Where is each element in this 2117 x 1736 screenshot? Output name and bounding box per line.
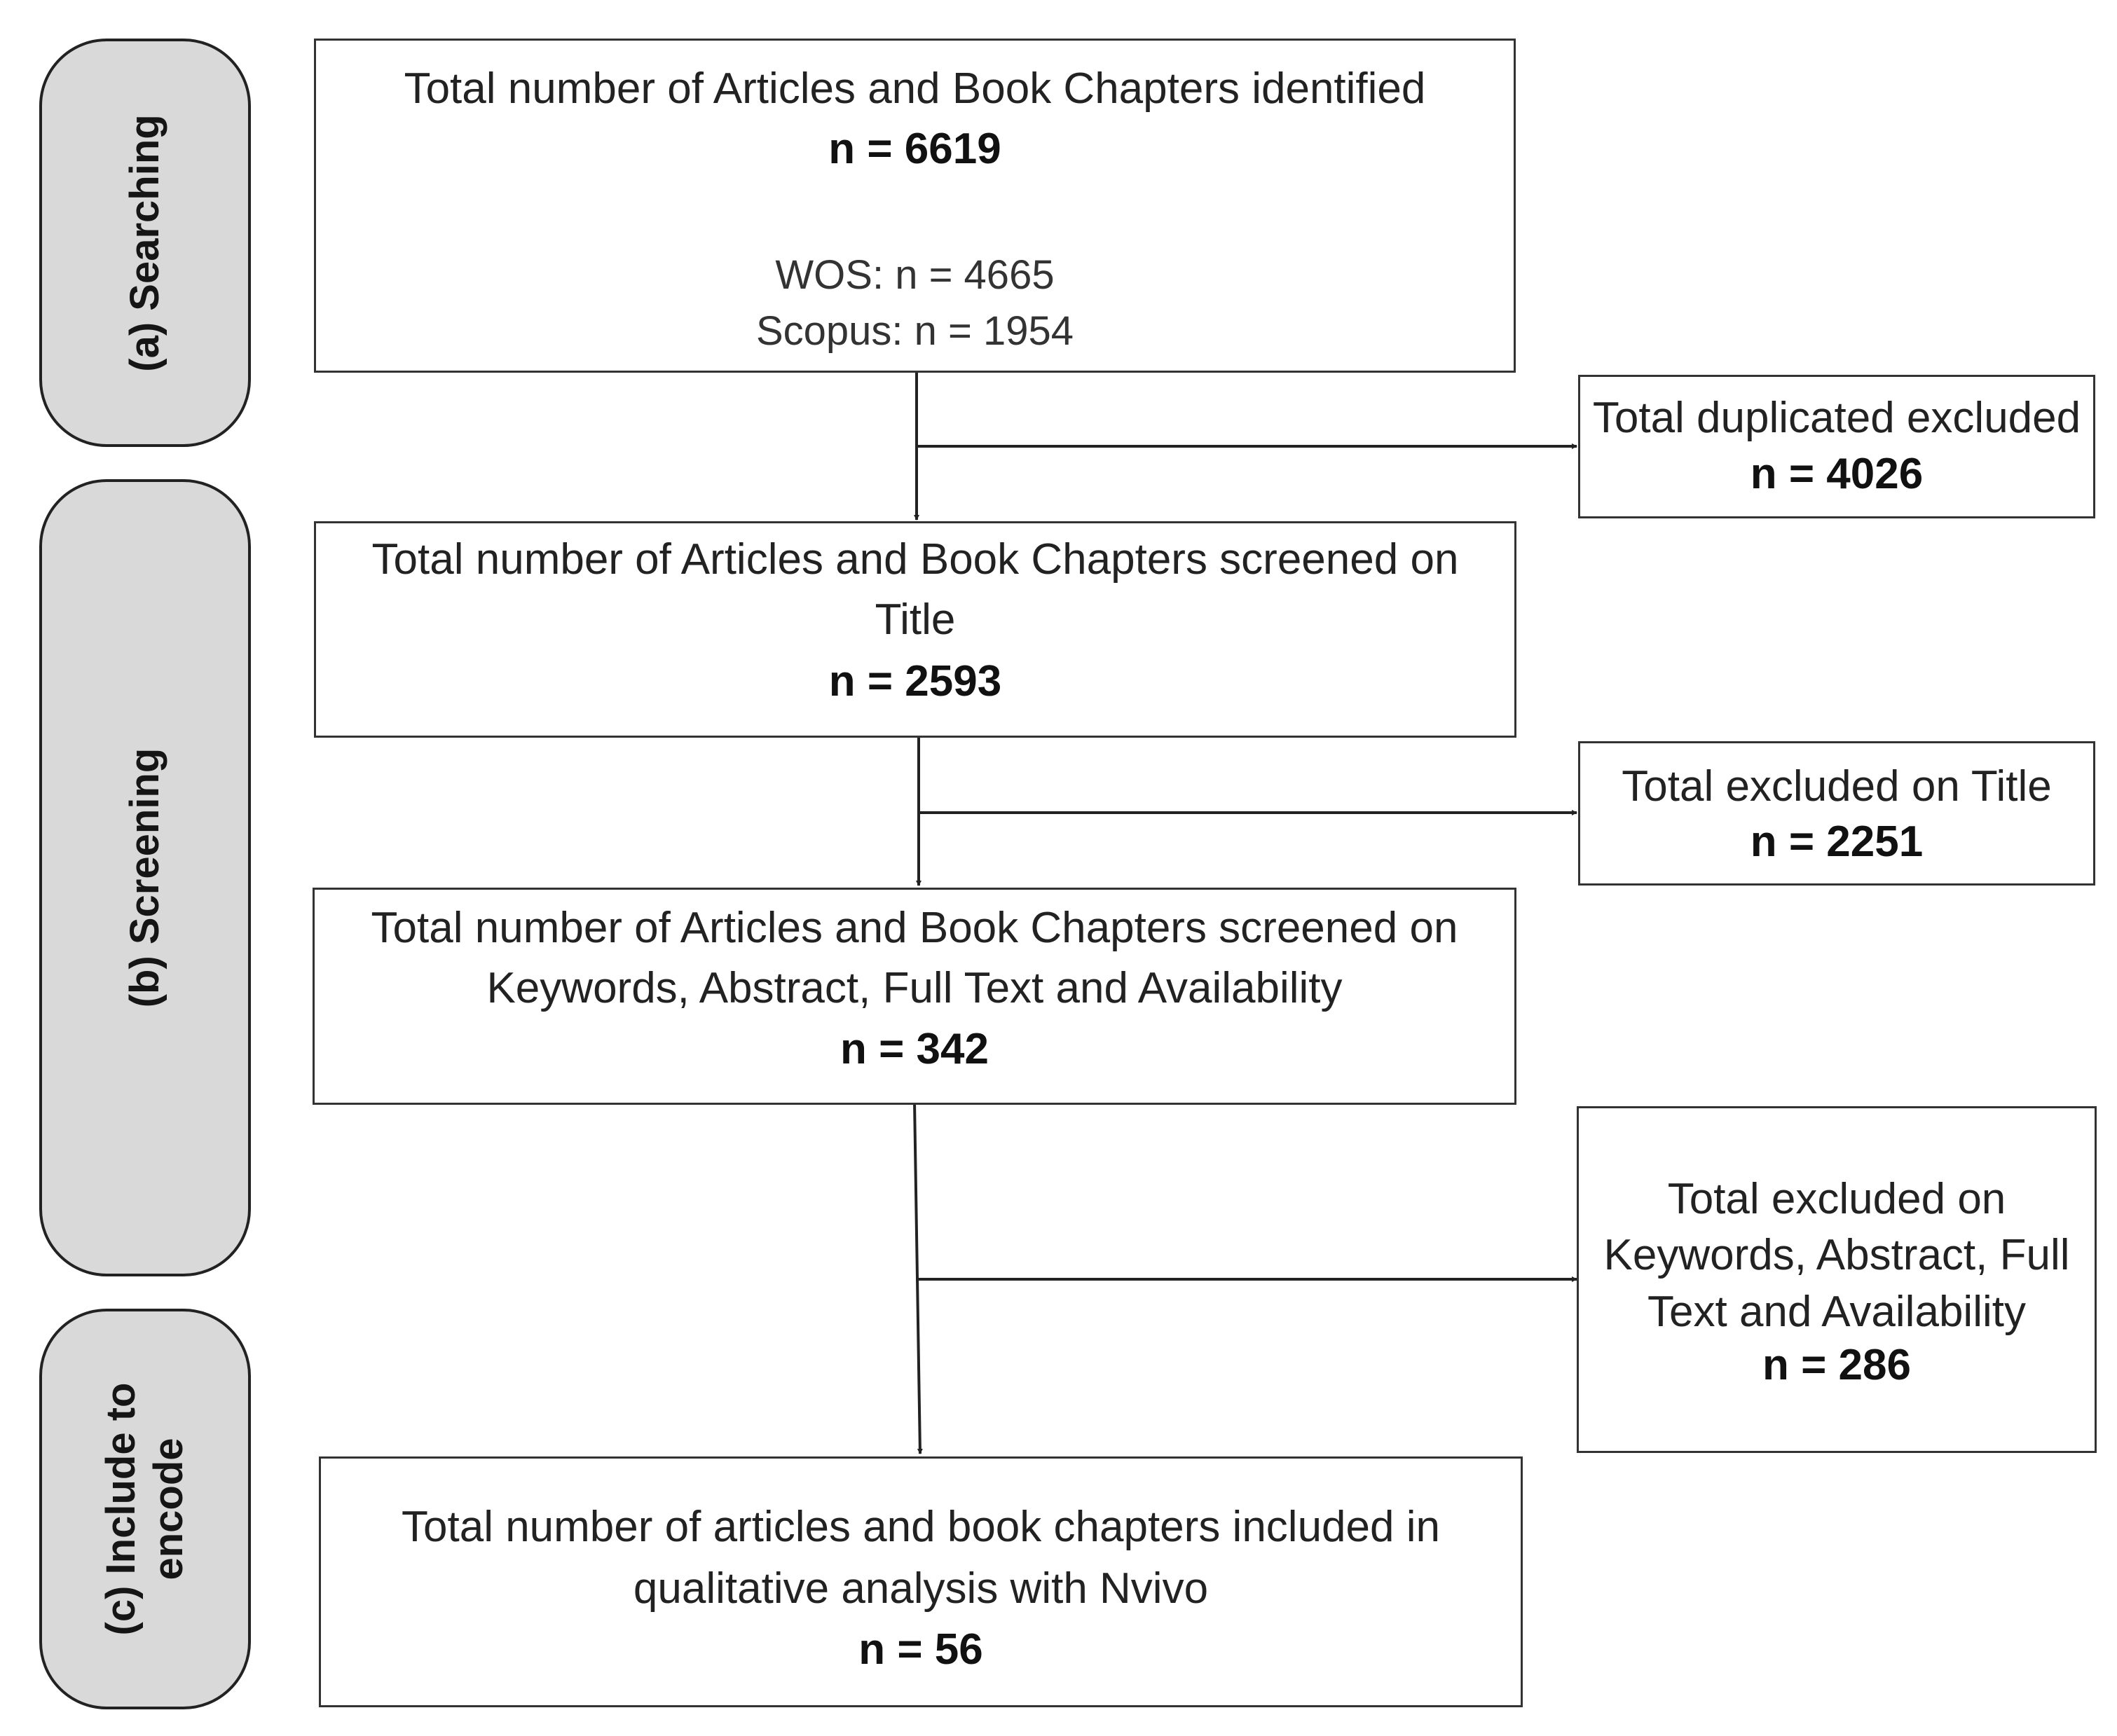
connector-full-to-included	[913, 1101, 923, 1454]
identified-scopus: Scopus: n = 1954	[755, 308, 1074, 354]
excluded-full-count: n = 286	[1762, 1341, 1911, 1389]
screened-title-line2: Title	[875, 595, 956, 644]
box-excluded-title: Total excluded on Title n = 2251	[1578, 741, 2095, 886]
excluded-title-count: n = 2251	[1750, 818, 1924, 866]
box-screened-title: Total number of Articles and Book Chapte…	[314, 521, 1516, 738]
screened-full-line1: Total number of Articles and Book Chapte…	[371, 904, 1458, 952]
screened-title-count: n = 2593	[828, 657, 1002, 705]
box-excluded-full: Total excluded on Keywords, Abstract, Fu…	[1577, 1106, 2097, 1453]
included-count: n = 56	[858, 1625, 983, 1674]
screened-full-count: n = 342	[840, 1025, 989, 1073]
identified-count: n = 6619	[828, 125, 1001, 173]
duplicates-title: Total duplicated excluded	[1592, 394, 2081, 442]
excluded-title-label: Total excluded on Title	[1622, 762, 2052, 811]
phase-include: (c) Include to encode	[39, 1309, 251, 1709]
duplicates-count: n = 4026	[1750, 450, 1924, 498]
phase-screening: (b) Screening	[39, 479, 251, 1276]
screened-full-line2: Keywords, Abstract, Full Text and Availa…	[486, 964, 1343, 1012]
identified-wos: WOS: n = 4665	[775, 252, 1055, 298]
box-included: Total number of articles and book chapte…	[319, 1456, 1523, 1707]
box-identified: Total number of Articles and Book Chapte…	[314, 39, 1516, 373]
excluded-full-line3: Text and Availability	[1647, 1288, 2026, 1336]
excluded-full-line2: Keywords, Abstract, Full	[1603, 1231, 2070, 1279]
identified-title: Total number of Articles and Book Chapte…	[404, 64, 1426, 113]
phase-searching: (a) Searching	[39, 39, 251, 447]
excluded-full-line1: Total excluded on	[1667, 1175, 2006, 1223]
box-screened-full: Total number of Articles and Book Chapte…	[313, 888, 1516, 1105]
box-duplicates: Total duplicated excluded n = 4026	[1578, 375, 2095, 518]
included-line1: Total number of articles and book chapte…	[402, 1503, 1440, 1551]
included-line2: qualitative analysis with Nvivo	[633, 1564, 1209, 1613]
screened-title-line1: Total number of Articles and Book Chapte…	[371, 535, 1459, 584]
